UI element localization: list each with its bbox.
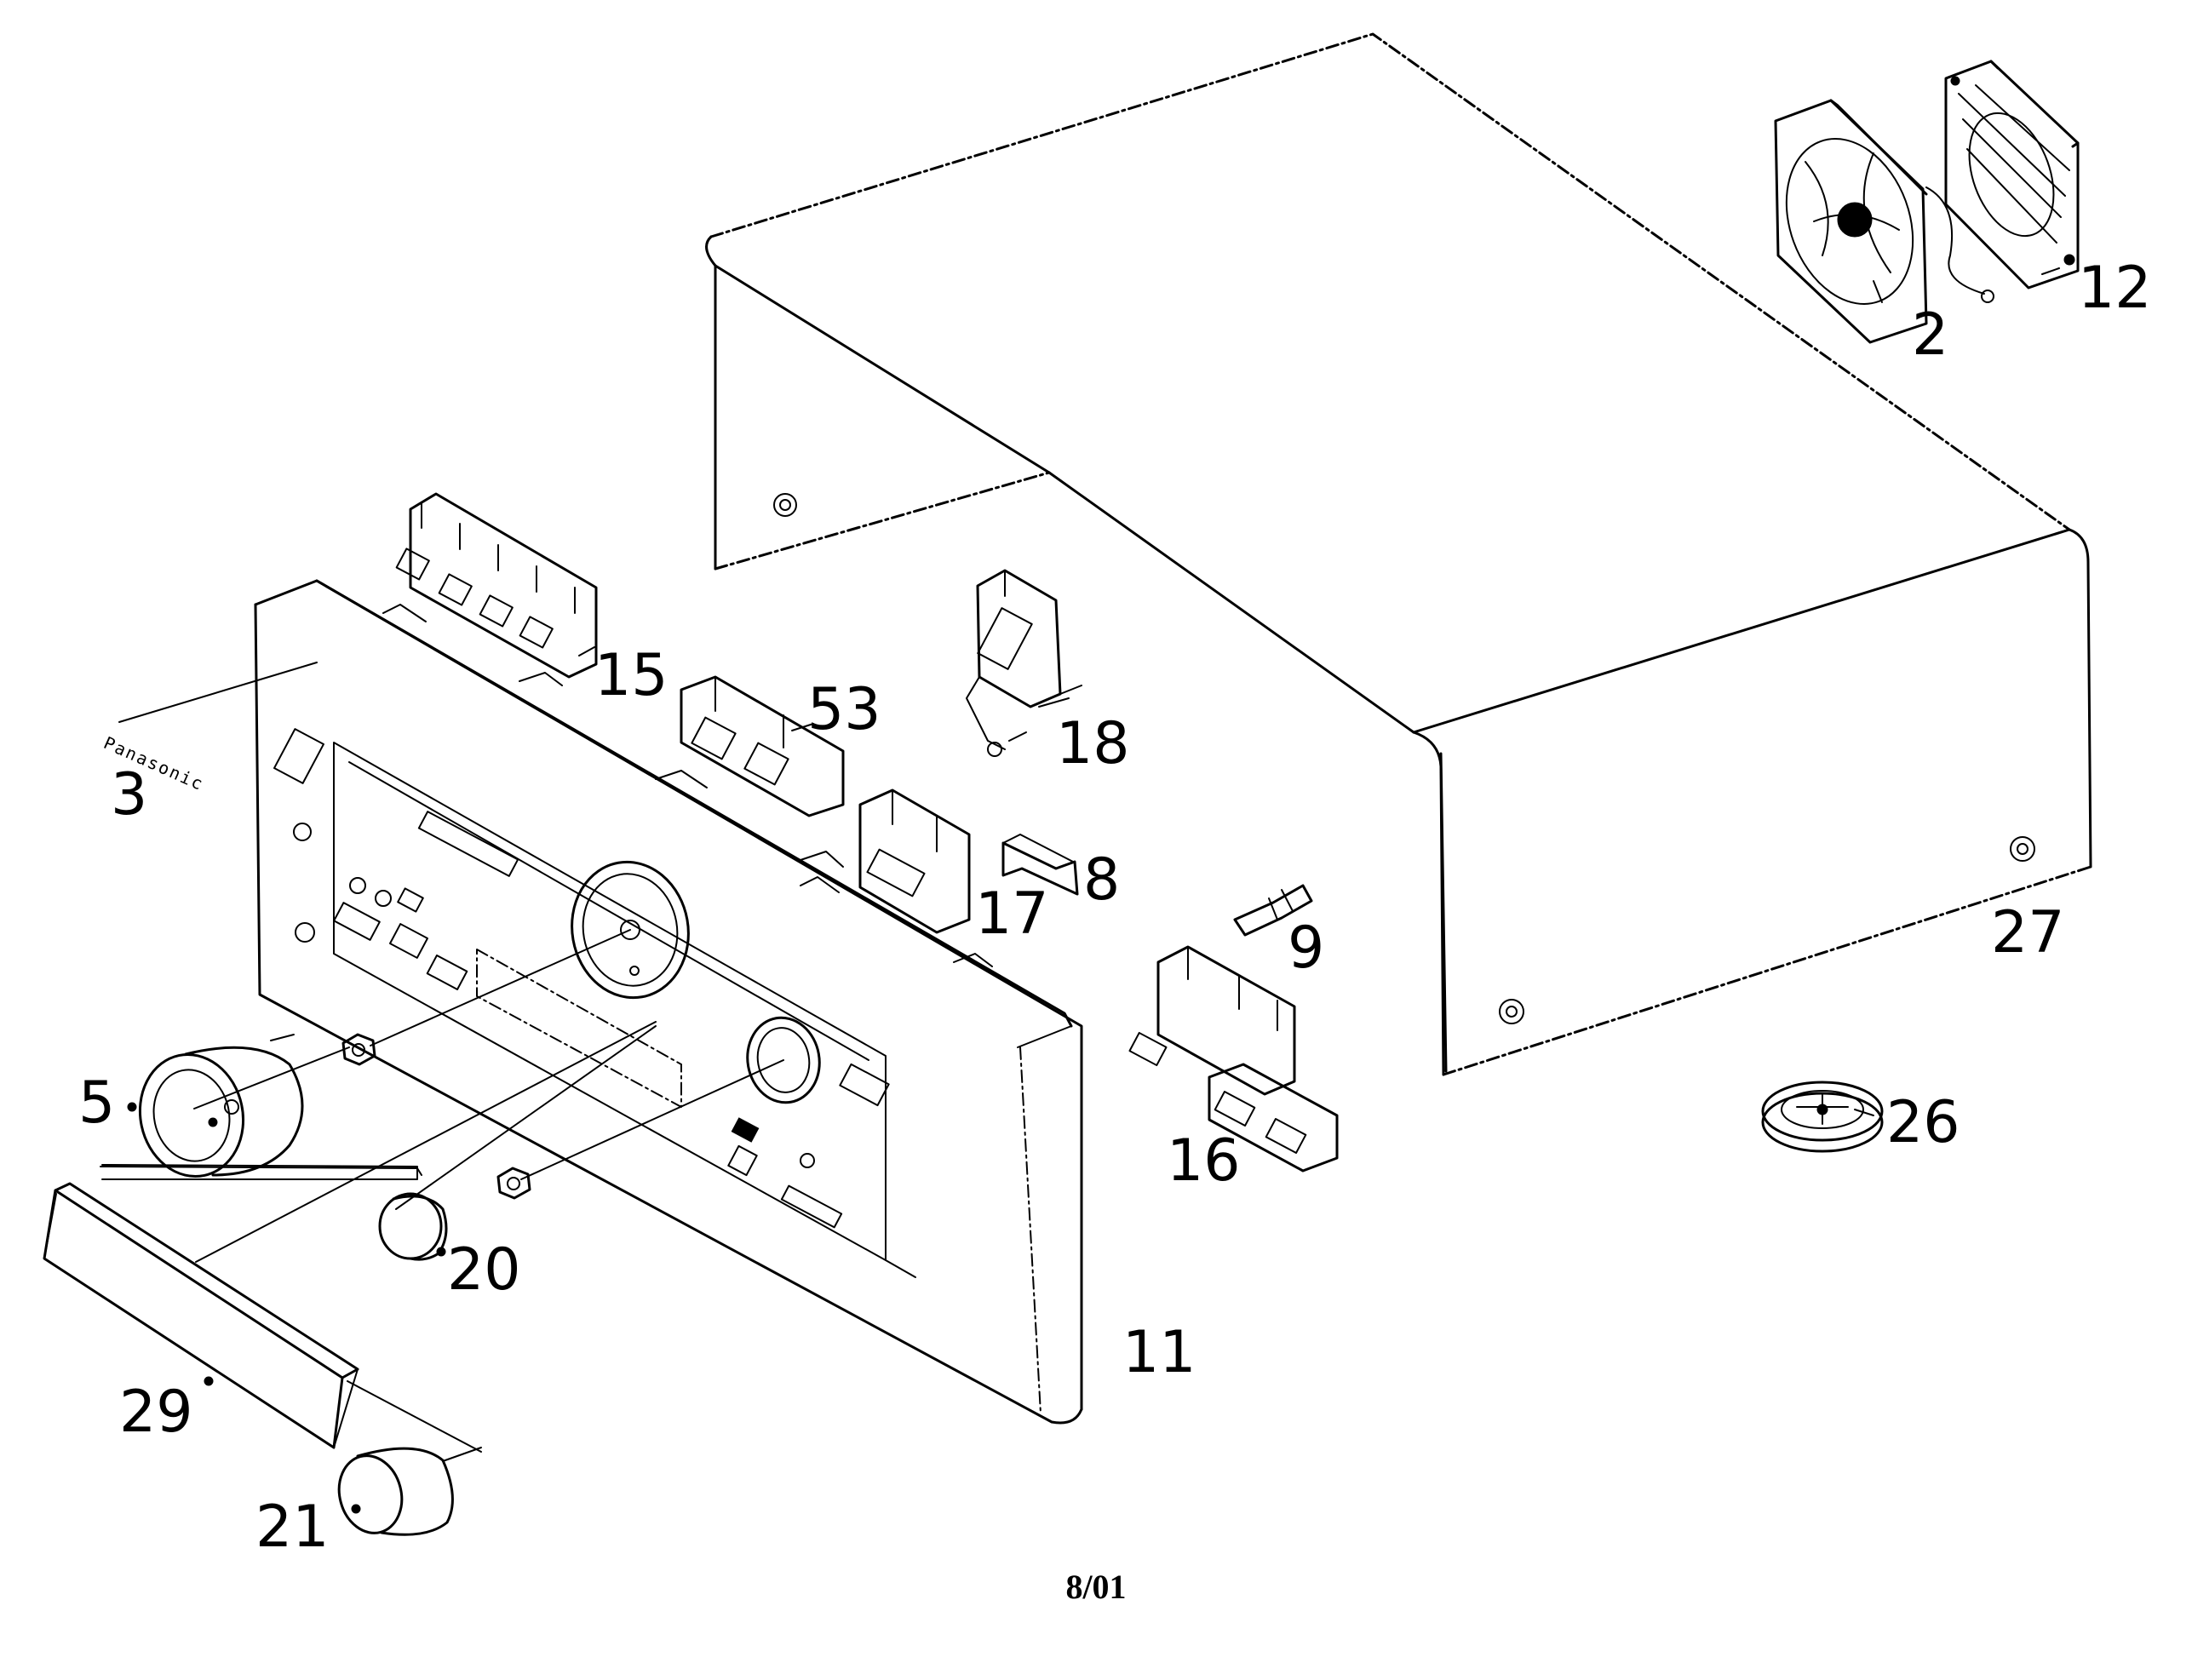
callout-12: 12: [2078, 255, 2152, 322]
volume-knob-5: [127, 1034, 304, 1178]
callout-9: 9: [1288, 915, 1325, 982]
callout-5: 5: [78, 1069, 116, 1137]
callout-11: 11: [1122, 1319, 1196, 1386]
switch-assembly-53: [655, 675, 845, 868]
fan-guard: [1944, 60, 2080, 290]
callout-8: 8: [1083, 846, 1121, 914]
knob-21: [337, 1447, 454, 1536]
callout-17: 17: [975, 880, 1049, 948]
footer-date: 8/01: [1065, 1568, 1127, 1606]
switch-assembly-18: [966, 569, 1082, 757]
switch-assembly-17: [800, 788, 993, 967]
callout-18: 18: [1056, 710, 1130, 777]
switch-assembly-16: [1128, 945, 1339, 1173]
callout-20: 20: [447, 1236, 521, 1304]
cooling-fan: [1774, 99, 1994, 344]
assembly-lines: [100, 662, 784, 1462]
callout-21: 21: [255, 1494, 330, 1561]
callout-29: 29: [119, 1379, 193, 1446]
callout-2: 2: [1912, 301, 1949, 369]
cabinet-cover: [705, 32, 2092, 1076]
switch-assembly-15: [382, 492, 598, 686]
nut-a: [341, 1033, 376, 1066]
callout-3: 3: [111, 761, 148, 829]
callout-26: 26: [1886, 1089, 1960, 1156]
callout-53: 53: [807, 676, 881, 743]
lamp-9: [1233, 884, 1313, 937]
bracket-8: [1001, 834, 1079, 896]
nut-b: [496, 1167, 531, 1200]
front-panel: [254, 579, 1083, 1425]
callout-27: 27: [1991, 899, 2065, 966]
callout-16: 16: [1167, 1127, 1241, 1195]
knob-20: [378, 1192, 448, 1261]
door-panel-29: [43, 1182, 359, 1449]
foot-26: [1761, 1081, 1884, 1153]
label-leaders: [578, 267, 2060, 1116]
callout-15: 15: [594, 642, 669, 709]
